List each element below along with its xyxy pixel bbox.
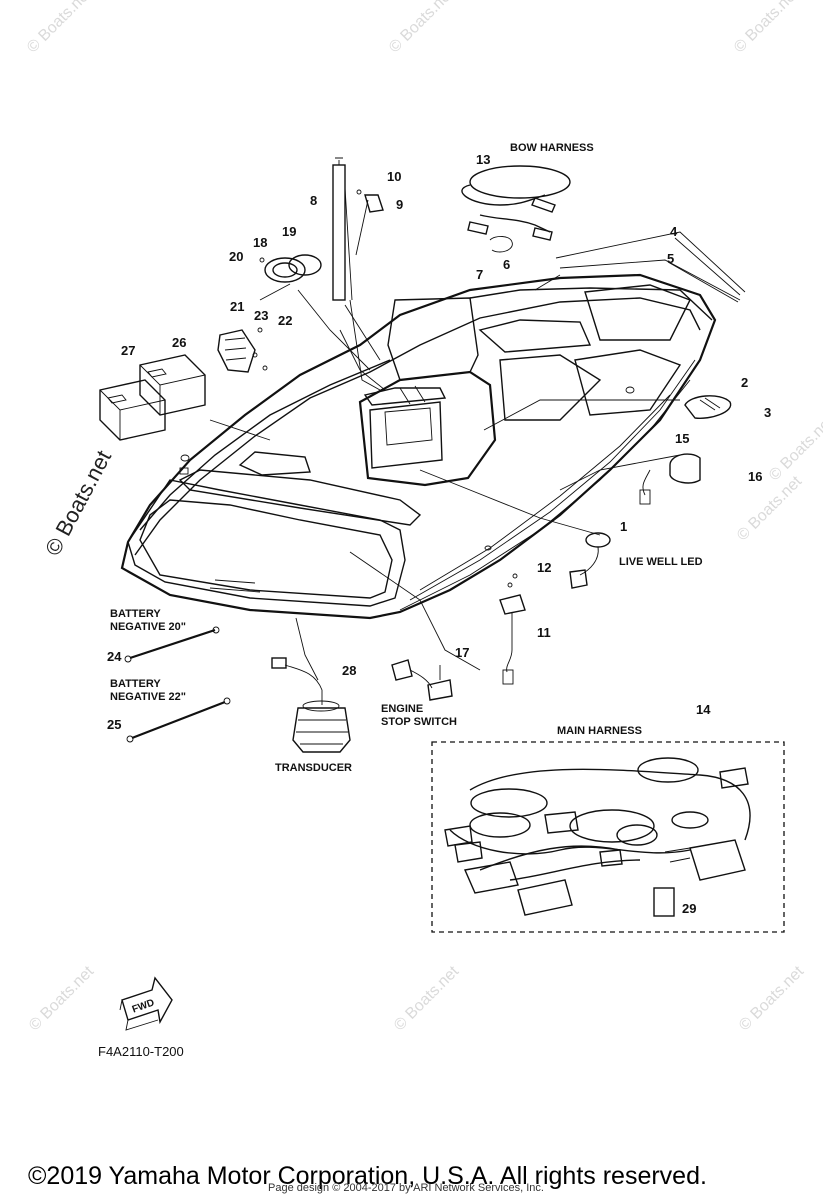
light-pole — [332, 164, 346, 301]
callout-28: 28 — [342, 663, 357, 678]
callout-14: 14 — [696, 702, 711, 717]
label-engine-stop-l2: STOP SWITCH — [381, 716, 457, 728]
callout-10: 10 — [387, 169, 402, 184]
label-main-harness: MAIN HARNESS — [557, 725, 642, 737]
callout-24: 24 — [107, 649, 122, 664]
console — [358, 370, 497, 487]
label-engine-stop-l1: ENGINE — [381, 703, 424, 715]
callout-15: 15 — [675, 431, 690, 446]
callout-17: 17 — [455, 645, 470, 660]
callout-20: 20 — [229, 249, 244, 264]
callout-13: 13 — [476, 152, 491, 167]
label-battery-neg-20-l1: BATTERY — [110, 608, 161, 620]
label-battery-neg-22-l2: NEGATIVE 22" — [110, 691, 186, 703]
label-transducer: TRANSDUCER — [275, 762, 352, 774]
label-live-well-led: LIVE WELL LED — [619, 556, 703, 568]
callout-25: 25 — [107, 717, 122, 732]
battery-26 — [139, 354, 206, 416]
callout-21: 21 — [230, 299, 245, 314]
relay-29 — [653, 887, 675, 917]
callout-6: 6 — [503, 257, 511, 272]
callout-2: 2 — [741, 375, 749, 390]
callout-19: 19 — [282, 224, 297, 239]
callout-16: 16 — [748, 469, 763, 484]
callout-11: 11 — [537, 625, 551, 640]
callout-23: 23 — [254, 308, 269, 323]
label-battery-neg-22-l1: BATTERY — [110, 678, 161, 690]
callout-22: 22 — [278, 313, 293, 328]
callout-7: 7 — [476, 267, 484, 282]
part-code: F4A2110-T200 — [98, 1044, 184, 1059]
label-bow-harness: BOW HARNESS — [510, 142, 594, 154]
callout-29: 29 — [682, 901, 697, 916]
callout-5: 5 — [667, 251, 675, 266]
bow-harness-loop — [469, 165, 571, 199]
main-harness-box — [431, 741, 785, 933]
transducer — [292, 707, 351, 753]
battery-27 — [99, 379, 166, 441]
callout-9: 9 — [396, 197, 404, 212]
callout-8: 8 — [310, 193, 318, 208]
callout-1: 1 — [620, 519, 628, 534]
callout-18: 18 — [253, 235, 268, 250]
copyright-notice: ©2019 Yamaha Motor Corporation, U.S.A. A… — [28, 1162, 707, 1190]
label-battery-neg-20-l2: NEGATIVE 20" — [110, 621, 186, 633]
fwd-arrow — [121, 976, 173, 1025]
page-design-credit: Page design © 2004-2017 by ARI Network S… — [268, 1182, 544, 1194]
callout-26: 26 — [172, 335, 187, 350]
callout-27: 27 — [121, 343, 136, 358]
callout-4: 4 — [670, 224, 678, 239]
callout-12: 12 — [537, 560, 552, 575]
callout-3: 3 — [764, 405, 772, 420]
hull-outline — [120, 273, 717, 620]
